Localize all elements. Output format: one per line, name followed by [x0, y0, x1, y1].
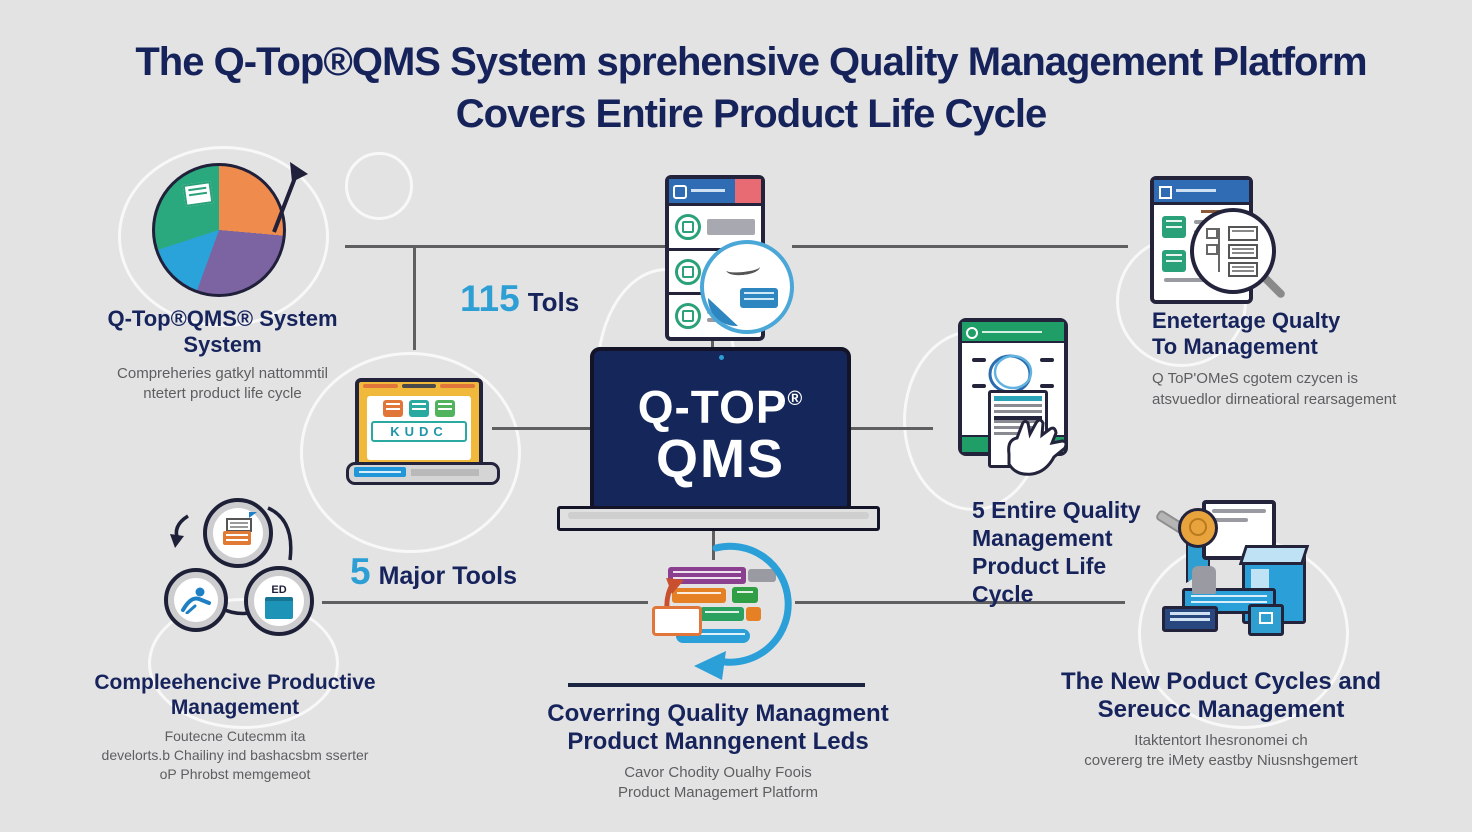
- hand-icon: [1007, 418, 1068, 476]
- page-title: The Q-Top®QMS System sprehensive Quality…: [0, 36, 1472, 140]
- registered-mark: ®: [787, 388, 804, 410]
- topleft-text: Q-Top®QMS® System System Compreheries ga…: [70, 306, 375, 404]
- pie-chart-icon: [152, 163, 286, 297]
- lifecycle-text: 5 Entire Quality Management Product Life…: [972, 496, 1172, 608]
- check-circle-icon: [675, 258, 701, 285]
- topright-heading1: Enetertage Qualty: [1152, 308, 1341, 333]
- lifecycle-line: Product Life: [972, 553, 1107, 579]
- count-number: 5: [350, 551, 371, 592]
- process-circle-person: [164, 568, 228, 632]
- brand-line-1: Q-TOP®: [637, 381, 804, 433]
- workflow-bar-gray: [748, 569, 776, 582]
- bottomcenter-text: Coverring Quality Managment Product Mann…: [540, 700, 896, 803]
- check-circle-icon: [675, 213, 701, 240]
- topleft-sub2: ntetert product life cycle: [143, 385, 302, 402]
- bottomcenter-sub1: Cavor Chodity Oualhy Foois: [624, 764, 812, 781]
- app-tile-icon: [383, 400, 403, 417]
- approval-badge-icon: [700, 240, 794, 334]
- count-label: Tols: [527, 287, 580, 317]
- topleft-heading: Q-Top®QMS® System System: [107, 306, 338, 357]
- title-line-2: Covers Entire Product Life Cycle: [455, 92, 1047, 136]
- workflow-tile-green: [732, 587, 758, 603]
- tools-count-115: 115 Tols: [460, 278, 579, 320]
- bottomcenter-heading1: Coverring Quality Managment: [547, 700, 889, 727]
- tools-count-5: 5 Major Tools: [350, 551, 517, 593]
- divider-line: [568, 683, 865, 687]
- lifecycle-line: Cycle: [972, 581, 1034, 607]
- connector-line: [345, 245, 665, 248]
- bottomright-sub1: Itaktentort Ihesronomei ch: [1134, 732, 1308, 749]
- deco-blob: [148, 598, 339, 729]
- workflow-bar-green: [700, 607, 744, 621]
- brand-line-2: QMS: [655, 429, 785, 489]
- worker-icon: [1192, 566, 1216, 594]
- topright-sub1: Q ToP'OMeS cgotem czycen is: [1152, 370, 1358, 387]
- connector-line: [492, 427, 592, 430]
- check-circle-icon: [675, 303, 701, 330]
- deco-blob: [118, 146, 329, 327]
- ed-box-icon: ED: [262, 584, 296, 619]
- connector-line: [792, 245, 1128, 248]
- workflow-tile-orange: [746, 607, 761, 621]
- bottomleft-sub3: oP Phrobst memgemeot: [159, 766, 311, 782]
- bottomright-heading1: The New Poduct Cycles and: [1060, 668, 1382, 695]
- bottomleft-heading2: Management: [170, 696, 300, 719]
- app-laptop-base: [346, 462, 500, 485]
- green-tile-icon: [1162, 250, 1186, 272]
- growth-arrow-icon: [272, 162, 308, 233]
- app-laptop-icon: KUDC: [355, 378, 483, 470]
- deco-blob: [345, 152, 413, 220]
- control-panel-icon: [1162, 606, 1218, 632]
- app-tile-icon: [409, 400, 429, 417]
- deco-blob: [300, 352, 521, 553]
- bottomright-sub2: covererg tre iMety eastby Niusnshgemert: [1084, 752, 1358, 769]
- bottomcenter-heading2: Product Manngenent Leds: [567, 728, 869, 755]
- app-tile-icon: [435, 400, 455, 417]
- process-circle-ed: ED: [244, 566, 314, 636]
- title-line-1: The Q-Top®QMS System sprehensive Quality…: [135, 40, 1367, 84]
- doc-header: [669, 179, 761, 206]
- doc-row: [669, 206, 761, 251]
- connector-line: [712, 522, 715, 560]
- topright-sub2: atsvuedlor dirneatioral rearsagement: [1152, 391, 1397, 408]
- qtop-qms-laptop: Q-TOP® QMS: [590, 347, 851, 515]
- lifecycle-line: 5 Entire Quality: [972, 497, 1141, 523]
- chip-icon: [1248, 604, 1284, 636]
- bottomright-heading2: Sereucc Management: [1097, 696, 1345, 723]
- medal-icon: [1178, 508, 1218, 548]
- connector-line: [413, 245, 416, 350]
- connector-line: [845, 427, 933, 430]
- cash-register-icon: [223, 512, 257, 548]
- connector-line: [795, 601, 1125, 604]
- workflow-whitebox: [652, 606, 702, 636]
- bottomcenter-sub2: Product Managemert Platform: [617, 784, 819, 801]
- bottomleft-sub1: Foutecne Cutecmm ita: [164, 728, 306, 744]
- magnifier-icon: [1190, 208, 1276, 294]
- app-letters: KUDC: [371, 421, 467, 442]
- topright-text: Enetertage Qualty To Management Q ToP'OM…: [1152, 308, 1452, 410]
- workflow-bar-orange: [672, 588, 726, 603]
- topright-heading2: To Management: [1152, 334, 1318, 359]
- browser-header: [1154, 180, 1249, 205]
- count-number: 115: [460, 278, 520, 319]
- webcam-dot: [718, 355, 724, 360]
- workflow-bar-purple: [668, 567, 746, 584]
- bottomleft-heading1: Compleehencive Productive: [94, 671, 376, 694]
- ed-label: ED: [271, 584, 287, 596]
- green-tile-icon: [1162, 216, 1186, 238]
- bottomleft-text: Compleehencive Productive Management Fou…: [85, 670, 385, 784]
- count-label: Major Tools: [378, 562, 518, 590]
- bottomright-text: The New Poduct Cycles and Sereucc Manage…: [1060, 668, 1382, 771]
- bottomleft-sub2: develorts.b Chailiny ind bashacsbm ssert…: [101, 747, 369, 763]
- laptop-base: [557, 506, 880, 531]
- person-icon: [181, 587, 211, 614]
- process-circle-register: [203, 498, 273, 568]
- connector-line: [322, 601, 648, 604]
- topleft-sub1: Compreheries gatkyl nattommtil: [117, 365, 328, 382]
- lifecycle-line: Management: [972, 525, 1113, 551]
- flag-icon: [182, 181, 214, 207]
